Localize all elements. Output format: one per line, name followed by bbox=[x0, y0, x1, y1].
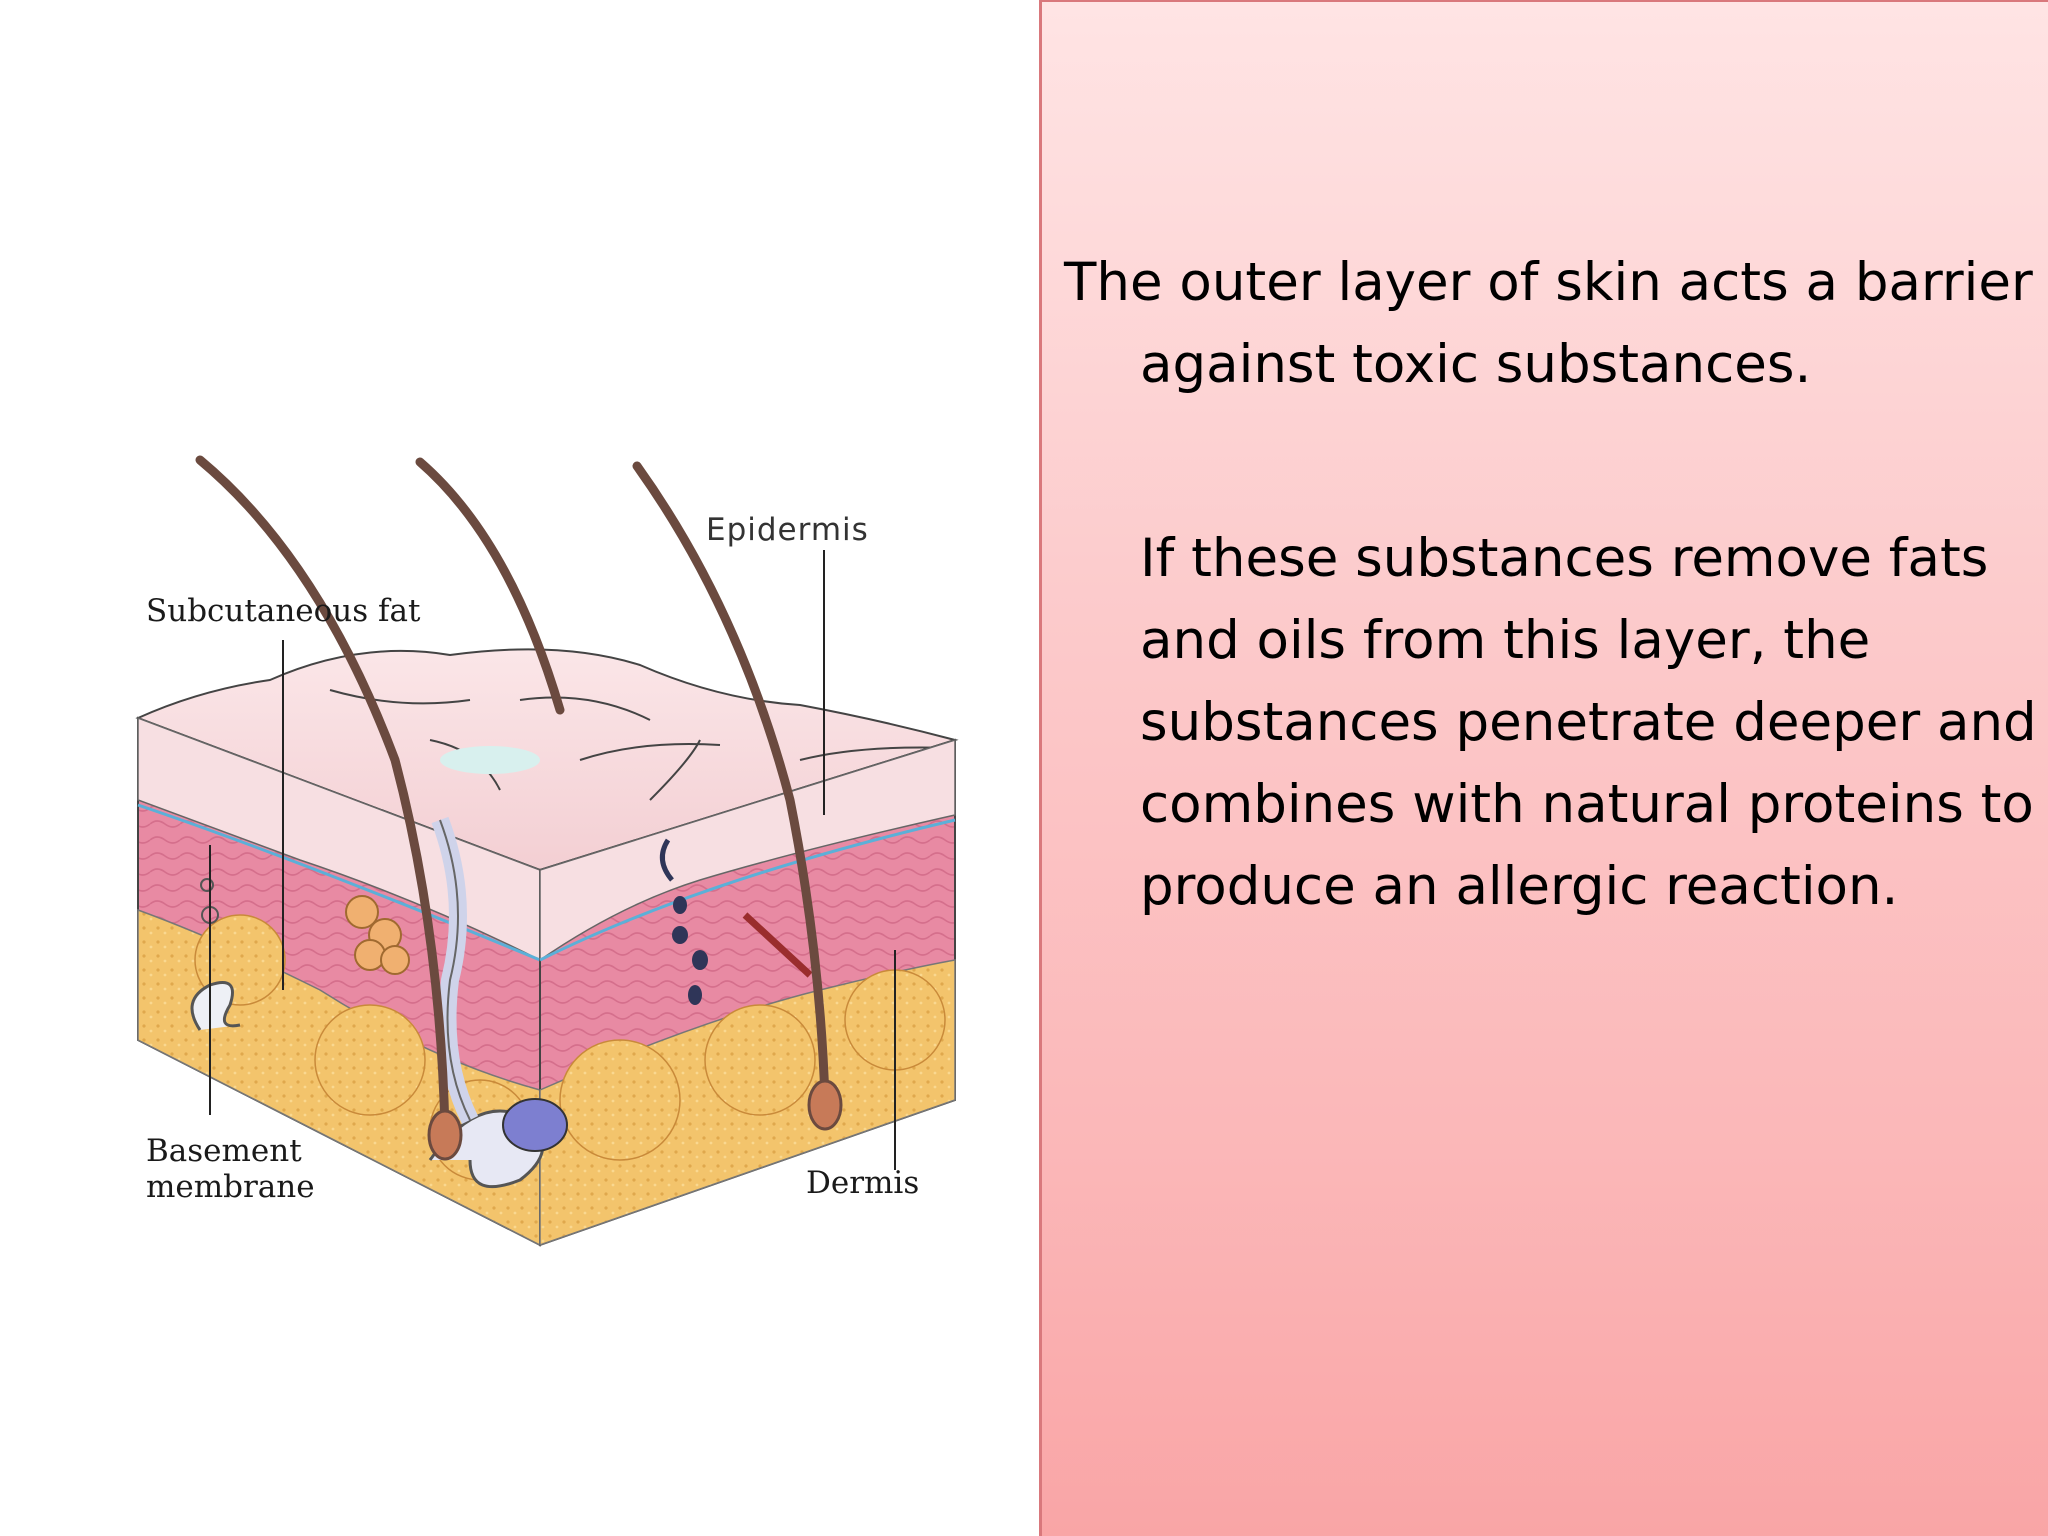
label-basement-membrane-line1: Basement bbox=[146, 1133, 302, 1169]
label-subcutaneous-fat: Subcutaneous fat bbox=[146, 593, 421, 629]
skin-cross-section-diagram: Epidermis Subcutaneous fat Basement memb… bbox=[135, 455, 959, 1247]
epidermis-surface bbox=[135, 648, 959, 872]
label-basement-membrane-line2: membrane bbox=[146, 1169, 315, 1205]
paragraph-skin-barrier: The outer layer of skin acts a barrier a… bbox=[1064, 252, 2033, 395]
paragraph-allergic-reaction: If these substances remove fats and oils… bbox=[1140, 528, 2037, 917]
label-dermis: Dermis bbox=[806, 1165, 920, 1201]
hair-3 bbox=[632, 461, 830, 1105]
hair-1 bbox=[195, 455, 450, 1135]
skin-diagram-graphic bbox=[135, 455, 959, 1247]
hair-2 bbox=[415, 457, 565, 715]
text-panel: The outer layer of skin acts a barrier a… bbox=[1039, 0, 2048, 1536]
label-epidermis: Epidermis bbox=[706, 512, 869, 548]
